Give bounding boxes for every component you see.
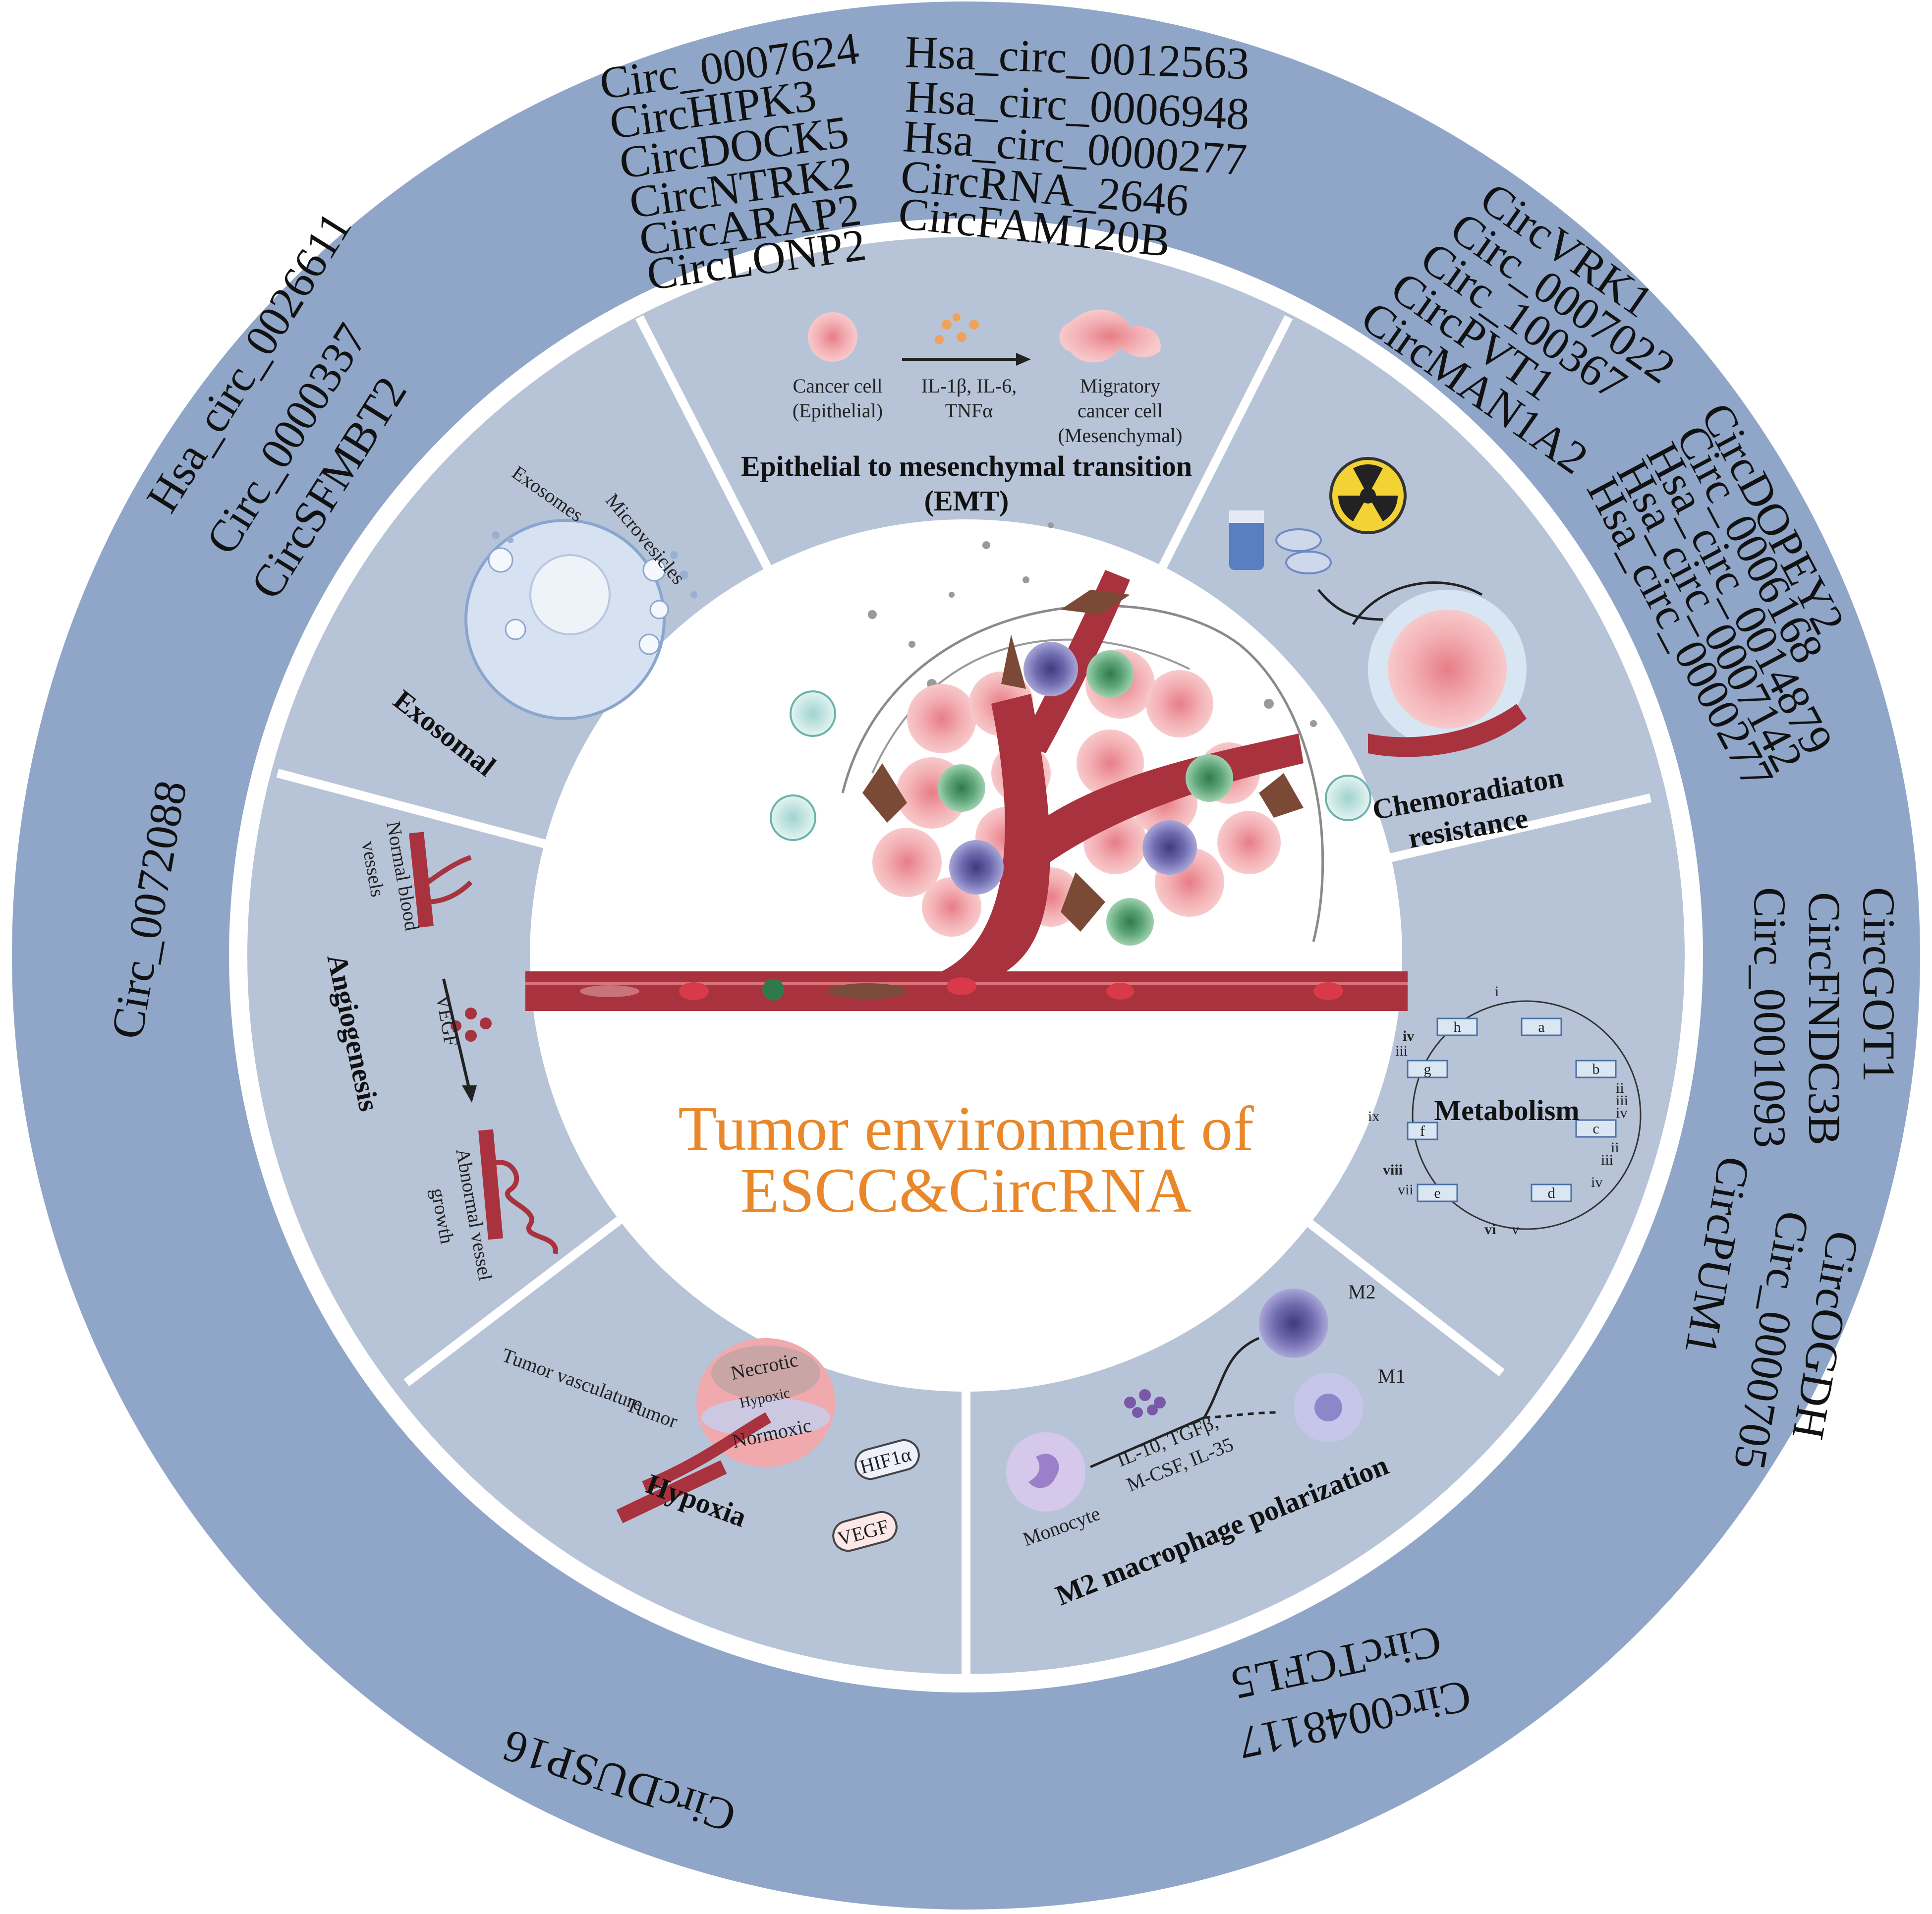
- abnormal-vessel-icon: [478, 1129, 503, 1240]
- metabolism-numeral-viii: viii: [1383, 1162, 1403, 1178]
- emt-cancer-cell-label1: Cancer cell: [793, 375, 883, 397]
- normal-vessel-icon: [409, 832, 434, 928]
- mesenchymal-cell-icon: [1059, 309, 1161, 363]
- metabolism-numeral-vi: vi: [1484, 1221, 1496, 1238]
- metabolism-node-b: b: [1592, 1061, 1600, 1077]
- metabolism-numeral-ii-1: ii: [1616, 1080, 1624, 1096]
- ring-label: CircGOT1: [1854, 887, 1904, 1082]
- metabolism-numeral-iii-1: iii: [1616, 1092, 1628, 1109]
- metabolism-cycle: [1412, 1000, 1642, 1230]
- metabolism-title: Metabolism: [1434, 1094, 1579, 1126]
- immune-cells: [770, 642, 1371, 946]
- center-title-line2: ESCC&CircRNA: [740, 1155, 1192, 1226]
- emt-cytokines-label1: IL-1β, IL-6,: [921, 375, 1017, 397]
- emt-migratory-label3: (Mesenchymal): [1058, 424, 1182, 447]
- metabolism-numeral-v: v: [1512, 1221, 1519, 1238]
- ring-label-group-lower-right-a: CircGOT1 CircFNDC3B Circ_0001093: [1745, 887, 1904, 1148]
- segment-angiogenesis: Normal blood vessels VEGF Abnormal vesse…: [321, 820, 558, 1282]
- emt-migratory-label2: cancer cell: [1078, 399, 1163, 422]
- metabolism-numeral-ix: ix: [1368, 1108, 1379, 1125]
- metabolism-node-f: f: [1420, 1123, 1425, 1139]
- capsule-icon: [1275, 528, 1322, 552]
- metabolism-numeral-iv-2: iv: [1591, 1174, 1602, 1190]
- metabolism-node-c: c: [1592, 1121, 1599, 1137]
- segment-metabolism: h a b c d e f g i ii iii iv ii iii iv v …: [1368, 983, 1642, 1238]
- pill-bottle-icon: [1229, 515, 1264, 570]
- cytokine-dots: [1124, 1389, 1166, 1418]
- metabolism-node-e: e: [1434, 1185, 1440, 1201]
- fibroblasts: [862, 590, 1304, 932]
- hif-badge: [854, 1439, 920, 1480]
- ring-label: Circ_0001093: [1745, 887, 1795, 1148]
- epithelial-cell-icon: [808, 312, 857, 362]
- ring-label: CircFNDC3B: [1799, 892, 1850, 1145]
- ring-label: Hsa_circ_0012563: [904, 26, 1250, 89]
- metabolism-numeral-iii-2: iii: [1601, 1152, 1613, 1168]
- m2-label: M2: [1348, 1281, 1376, 1303]
- emt-title-line2: (EMT): [924, 485, 1009, 517]
- cytokine-dots: [935, 313, 979, 344]
- emt-cytokines-label2: TNFα: [945, 399, 993, 422]
- emt-migratory-label1: Migratory: [1080, 375, 1160, 397]
- m1-label: M1: [1378, 1365, 1406, 1387]
- metabolism-node-a: a: [1538, 1019, 1544, 1035]
- metabolism-numeral-vii: vii: [1398, 1182, 1414, 1198]
- metabolism-node-g: g: [1424, 1061, 1431, 1077]
- metabolism-node-d: d: [1548, 1185, 1555, 1201]
- vegf-badge: [832, 1511, 898, 1552]
- segment-chemoradiation: Chemoradiaton resistance: [1229, 457, 1566, 854]
- angiogenesis-arrow: [442, 978, 470, 1086]
- metabolism-numeral-ii-2: ii: [1611, 1139, 1619, 1156]
- metabolism-numeral-iv-1: iv: [1616, 1105, 1627, 1121]
- metabolism-numeral-iii-3: iii: [1395, 1043, 1408, 1059]
- m2-macrophage-icon: [1259, 1289, 1328, 1358]
- center-title-line1: Tumor environment of: [678, 1093, 1254, 1164]
- tumor-illustration: [525, 522, 1408, 1011]
- metabolism-numeral-i: i: [1495, 983, 1499, 1000]
- tumor-vessel-icon: [642, 1412, 771, 1493]
- metabolism-node-h: h: [1454, 1019, 1461, 1035]
- segment-emt: Cancer cell (Epithelial) IL-1β, IL-6, TN…: [741, 309, 1192, 517]
- emt-cancer-cell-label2: (Epithelial): [793, 399, 883, 422]
- emt-title-line1: Epithelial to mesenchymal transition: [741, 450, 1192, 482]
- m2-arrow: [1090, 1337, 1259, 1468]
- metabolism-numeral-iv-3: iv: [1403, 1028, 1414, 1044]
- m1-arrow: [1204, 1411, 1279, 1419]
- red-blood-cells: [679, 977, 1343, 1000]
